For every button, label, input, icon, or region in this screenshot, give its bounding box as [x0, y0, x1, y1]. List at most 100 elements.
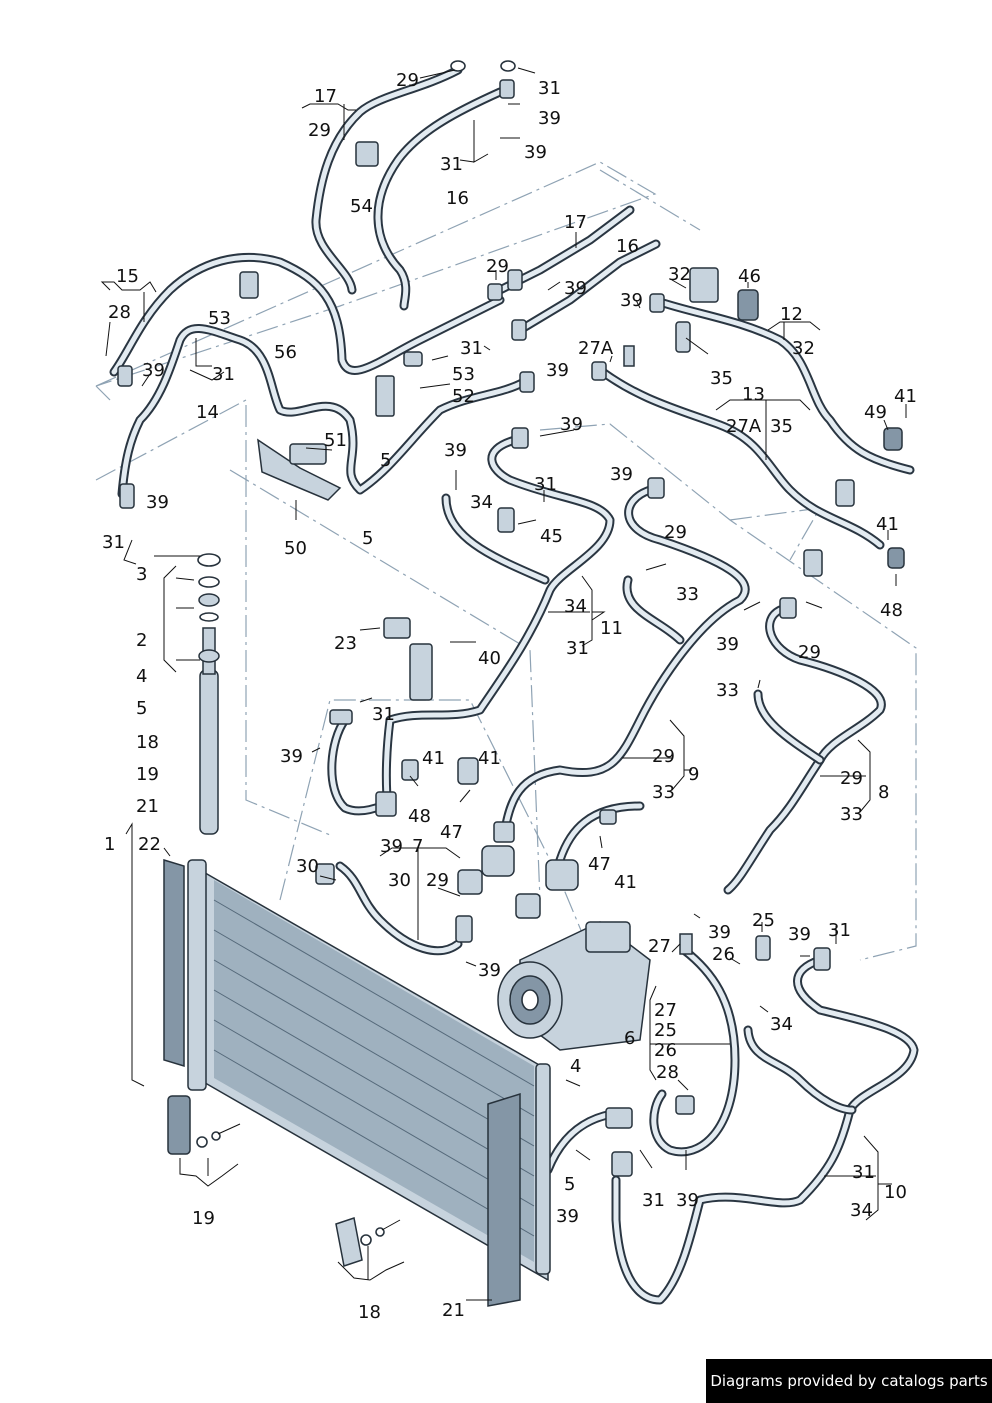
callout-1: 1: [104, 834, 115, 855]
expansion-valve-group: [623, 267, 771, 961]
callout-23: 23: [334, 633, 357, 654]
callout-18: 18: [136, 732, 159, 753]
callout-18: 18: [358, 1302, 381, 1323]
callout-35: 35: [710, 368, 733, 389]
callout-39: 39: [708, 922, 731, 943]
hose-line-33-9: [622, 575, 685, 645]
callout-41: 41: [894, 386, 917, 407]
callout-29: 29: [652, 746, 675, 767]
callout-40: 40: [478, 648, 501, 669]
callout-39: 39: [146, 492, 169, 513]
callout-4: 4: [570, 1056, 581, 1077]
callout-35: 35: [770, 416, 793, 437]
callout-53: 53: [208, 308, 231, 329]
callout-34: 34: [470, 492, 493, 513]
hose-line-12-32: [655, 297, 915, 475]
callout-21: 21: [442, 1300, 465, 1321]
callout-32: 32: [668, 264, 691, 285]
callout-41: 41: [876, 514, 899, 535]
hose-line-16-mid: [515, 239, 661, 335]
callout-8: 8: [878, 782, 889, 803]
callout-39: 39: [478, 960, 501, 981]
callout-45: 45: [540, 526, 563, 547]
callout-2: 2: [136, 630, 147, 651]
hose-line-11-34: [381, 435, 615, 815]
callout-31: 31: [566, 638, 589, 659]
callout-21: 21: [136, 796, 159, 817]
hose-line-10: [611, 955, 919, 1305]
callout-27: 27: [654, 1000, 677, 1021]
hose-line-34-left: [441, 493, 550, 585]
callout-39: 39: [556, 1206, 579, 1227]
callout-39: 39: [676, 1190, 699, 1211]
callout-32: 32: [792, 338, 815, 359]
callout-56: 56: [274, 342, 297, 363]
callout-48: 48: [408, 806, 431, 827]
callout-41: 41: [422, 748, 445, 769]
callout-39: 39: [538, 108, 561, 129]
callout-10: 10: [884, 1182, 907, 1203]
leader-lines: [100, 67, 907, 1301]
callout-29: 29: [798, 642, 821, 663]
callout-31: 31: [538, 78, 561, 99]
condenser: [163, 858, 551, 1307]
hose-line-17-29-top: [311, 65, 463, 295]
callout-39: 39: [546, 360, 569, 381]
callout-50: 50: [284, 538, 307, 559]
attribution-banner: Diagrams provided by catalogs parts: [706, 1359, 992, 1403]
callout-31: 31: [534, 474, 557, 495]
refrigerant-hoses: [109, 65, 919, 1305]
callout-34: 34: [770, 1014, 793, 1035]
callout-29: 29: [308, 120, 331, 141]
hose-connectors: [117, 60, 905, 1177]
callout-41: 41: [614, 872, 637, 893]
callout-29: 29: [840, 768, 863, 789]
callout-27: 27: [648, 936, 671, 957]
callout-52: 52: [452, 386, 475, 407]
callout-31: 31: [102, 532, 125, 553]
bracket-18: [335, 1217, 401, 1267]
callout-6: 6: [624, 1028, 635, 1049]
callout-53: 53: [452, 364, 475, 385]
callout-4: 4: [136, 666, 147, 687]
callout-5: 5: [362, 528, 373, 549]
callout-31: 31: [212, 364, 235, 385]
callout-39: 39: [620, 290, 643, 311]
callout-39: 39: [610, 464, 633, 485]
callout-29: 29: [486, 256, 509, 277]
callout-13: 13: [742, 384, 765, 405]
callout-31: 31: [372, 704, 395, 725]
ac-compressor: [497, 921, 651, 1051]
callout-39: 39: [380, 836, 403, 857]
receiver-dryer-assembly: [197, 553, 221, 835]
callout-14: 14: [196, 402, 219, 423]
callout-30: 30: [388, 870, 411, 891]
callout-31: 31: [440, 154, 463, 175]
callout-41: 41: [478, 748, 501, 769]
hose-line-9: [500, 485, 750, 835]
callout-48: 48: [880, 600, 903, 621]
callout-28: 28: [656, 1062, 679, 1083]
callout-33: 33: [676, 584, 699, 605]
callout-19: 19: [192, 1208, 215, 1229]
callout-31: 31: [828, 920, 851, 941]
callout-25: 25: [654, 1020, 677, 1041]
callout-16: 16: [616, 236, 639, 257]
callout-29: 29: [664, 522, 687, 543]
callout-9: 9: [688, 764, 699, 785]
callout-33: 33: [840, 804, 863, 825]
callout-27A: 27A: [578, 338, 614, 359]
callout-31: 31: [460, 338, 483, 359]
callout-26: 26: [712, 944, 735, 965]
callout-33: 33: [652, 782, 675, 803]
callout-25: 25: [752, 910, 775, 931]
callout-39: 39: [716, 634, 739, 655]
callout-27A: 27A: [726, 416, 762, 437]
callout-39: 39: [564, 278, 587, 299]
callout-26: 26: [654, 1040, 677, 1061]
callout-54: 54: [350, 196, 373, 217]
hose-line-7-30: [335, 861, 463, 956]
callout-7: 7: [412, 836, 423, 857]
callout-22: 22: [138, 834, 161, 855]
hose-line-47-right: [555, 801, 645, 865]
